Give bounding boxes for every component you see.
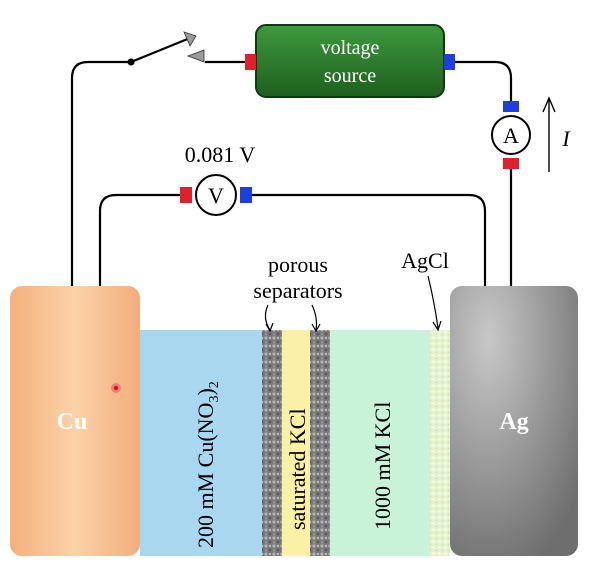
- copper-electrode: [10, 286, 140, 556]
- outer-circuit-wire: [70, 60, 513, 286]
- porous-separator-right: [310, 330, 330, 556]
- agcl-layer: [430, 330, 450, 556]
- voltmeter-symbol: V: [208, 183, 224, 208]
- separators-label-line2: separators: [253, 278, 342, 303]
- copper-label: Cu: [57, 409, 88, 435]
- separator-pointer-right: [311, 304, 318, 331]
- separators-label-line1: porous: [268, 252, 328, 277]
- voltmeter-circuit-wire: [98, 193, 487, 286]
- silver-label: Ag: [499, 409, 528, 435]
- kcl-1000-solution: [322, 330, 430, 556]
- agcl-pointer: [427, 275, 439, 329]
- cu-nitrate-solution: [140, 330, 268, 556]
- switch-contact-upper: [183, 31, 197, 47]
- ammeter: [491, 115, 531, 155]
- current-symbol: I: [561, 126, 571, 151]
- porous-separator-left: [262, 330, 282, 556]
- source-label-line2: source: [324, 65, 376, 87]
- ammeter-terminal-top: [503, 101, 519, 112]
- kcl-1000-label: 1000 mM KCl: [370, 402, 395, 530]
- voltmeter-reading: 0.081 V: [185, 142, 256, 167]
- source-label-line1: voltage: [321, 37, 380, 59]
- voltmeter-terminal-negative: [240, 187, 252, 203]
- voltmeter-terminal-positive: [180, 187, 192, 203]
- agcl-label: AgCl: [401, 248, 449, 273]
- cu-nitrate-label: 200 mM Cu(NO3)2: [193, 381, 222, 548]
- source-terminal-positive: [245, 54, 256, 70]
- ammeter-symbol: A: [503, 123, 519, 148]
- saturated-kcl-label: saturated KCl: [285, 408, 310, 530]
- source-terminal-negative: [444, 54, 455, 70]
- voltmeter: [195, 174, 237, 216]
- silver-electrode: [450, 286, 578, 556]
- switch-contact-lower: [186, 49, 205, 63]
- ammeter-terminal-bottom: [503, 158, 519, 169]
- switch-lever: [130, 36, 191, 64]
